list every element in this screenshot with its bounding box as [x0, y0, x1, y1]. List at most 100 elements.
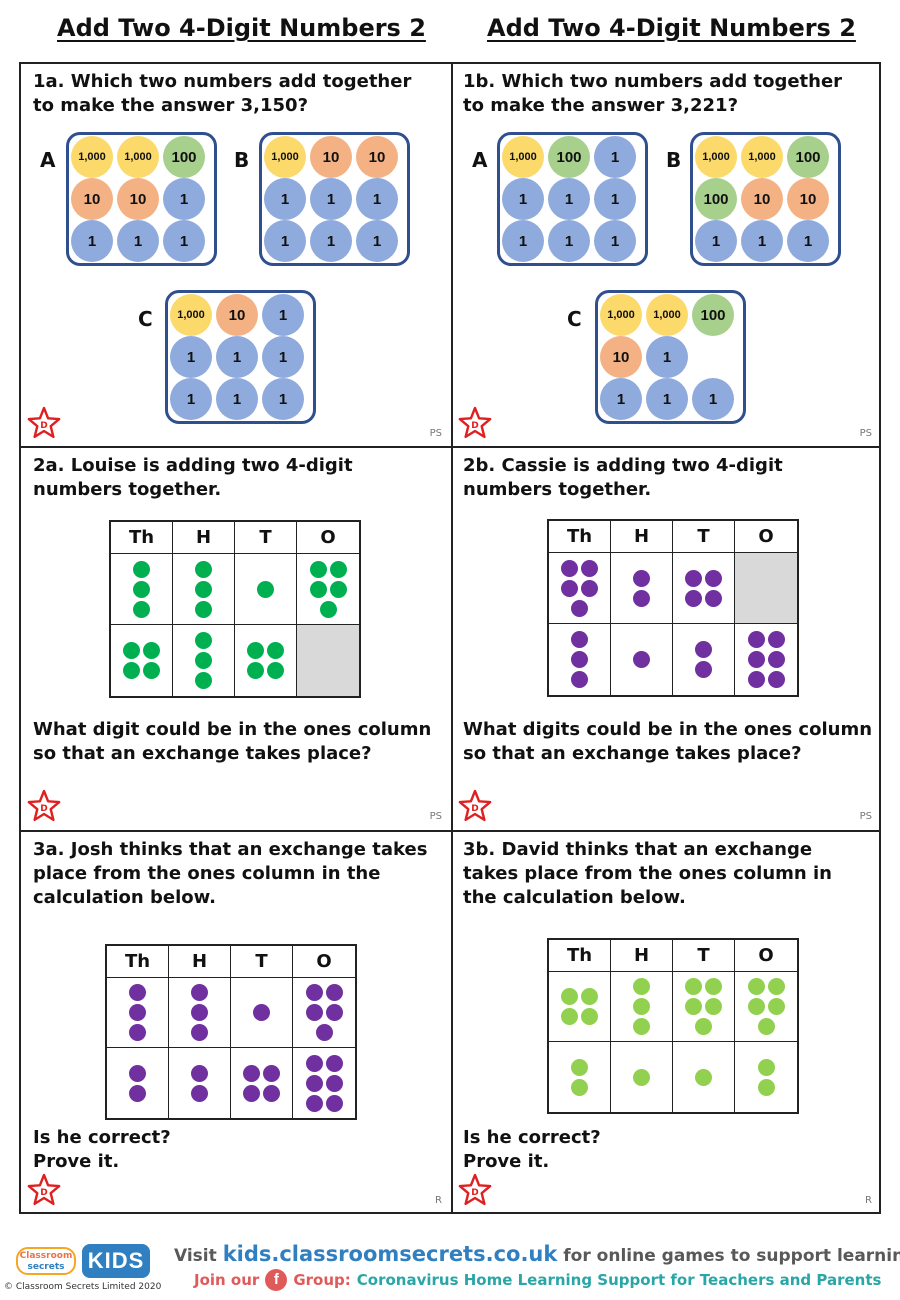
- counter-dot: [633, 998, 650, 1015]
- question-text: 3a. Josh thinks that an exchange takes p…: [33, 839, 428, 908]
- dot-cell: [611, 624, 673, 695]
- dot-cell: [549, 553, 611, 624]
- counter-dot: [243, 1084, 260, 1102]
- column-header: H: [611, 521, 673, 553]
- counter-dot: [191, 984, 208, 1001]
- dot-cell: [169, 978, 231, 1048]
- counter-dot: [315, 1024, 333, 1041]
- counter-1: 1: [646, 336, 688, 378]
- column-header: O: [297, 522, 359, 554]
- counter-100: 100: [692, 294, 734, 336]
- counter-1: 1: [695, 220, 737, 262]
- counter-1000: 1,000: [502, 136, 544, 178]
- footer-visit-line: Visit kids.classroomsecrets.co.uk for on…: [174, 1242, 900, 1266]
- counter-1: 1: [594, 136, 636, 178]
- counter-dot: [757, 1018, 775, 1035]
- counter-dot: [133, 600, 150, 618]
- svg-text:D: D: [471, 804, 478, 814]
- counter-dot: [581, 579, 598, 597]
- visit-link[interactable]: kids.classroomsecrets.co.uk: [222, 1242, 558, 1266]
- counter-1: 1: [310, 220, 352, 262]
- counter-1: 1: [216, 378, 258, 420]
- column-header: Th: [107, 946, 169, 978]
- option-label-b: B: [234, 148, 250, 172]
- counter-1: 1: [594, 178, 636, 220]
- counter-dot: [129, 984, 146, 1001]
- counter-dot: [243, 1064, 260, 1082]
- page-title-right: Add Two 4-Digit Numbers 2: [487, 14, 856, 42]
- counter-1000: 1,000: [695, 136, 737, 178]
- counter-dot: [129, 1004, 146, 1021]
- svg-text:D: D: [40, 421, 47, 431]
- counter-1: 1: [264, 178, 306, 220]
- counter-dot: [195, 600, 212, 618]
- counter-dot: [263, 1084, 280, 1102]
- question-prompt: What digit could be in the ones column s…: [33, 719, 432, 764]
- counter-100: 100: [163, 136, 205, 178]
- copyright: © Classroom Secrets Limited 2020: [4, 1282, 162, 1292]
- dot-cell: [107, 1048, 169, 1118]
- question-text: 1b. Which two numbers add together to ma…: [463, 71, 843, 116]
- counter-dot: [581, 1008, 598, 1025]
- counter-10: 10: [600, 336, 642, 378]
- counter-dot: [263, 1064, 280, 1082]
- question-1b: 1b. Which two numbers add together to ma…: [452, 64, 881, 447]
- blank-cell: [297, 625, 359, 696]
- grid-divider-2: [21, 830, 879, 832]
- corner-code: R: [865, 1195, 872, 1206]
- counter-1000: 1,000: [71, 136, 113, 178]
- counter-10: 10: [741, 178, 783, 220]
- counter-dot: [571, 1078, 588, 1096]
- counter-dot: [747, 631, 765, 648]
- counter-dot: [123, 642, 140, 659]
- dot-cell: [673, 972, 735, 1042]
- counter-1: 1: [548, 220, 590, 262]
- counter-dot: [325, 1094, 343, 1112]
- counter-dot: [247, 642, 264, 659]
- counter-dot: [253, 1004, 270, 1021]
- counter-1000: 1,000: [170, 294, 212, 336]
- column-header: O: [293, 946, 355, 978]
- logo-word-2: secrets: [27, 1262, 65, 1272]
- kids-logo: KIDS: [82, 1244, 150, 1278]
- corner-code: R: [435, 1195, 442, 1206]
- counter-1: 1: [692, 378, 734, 420]
- counter-dot: [191, 1024, 208, 1041]
- counter-1000: 1,000: [600, 294, 642, 336]
- counter-dot: [129, 1084, 146, 1102]
- counter-dot: [561, 1008, 578, 1025]
- counter-dot: [309, 580, 327, 598]
- counter-dot: [685, 589, 702, 607]
- corner-code: PS: [429, 811, 442, 822]
- facebook-icon[interactable]: f: [265, 1269, 288, 1291]
- counter-10: 10: [310, 136, 352, 178]
- counter-1000: 1,000: [741, 136, 783, 178]
- counter-1: 1: [71, 220, 113, 262]
- counter-dot: [767, 978, 785, 995]
- join-group-name[interactable]: Coronavirus Home Learning Support for Te…: [356, 1271, 882, 1289]
- counter-dot: [705, 998, 722, 1015]
- counter-dot: [747, 998, 765, 1015]
- star-icon: D: [457, 789, 493, 829]
- counter-dot: [581, 988, 598, 1005]
- counter-1: 1: [262, 378, 304, 420]
- column-header: Th: [549, 521, 611, 553]
- counter-dot: [695, 641, 712, 658]
- star-icon: D: [457, 1173, 493, 1213]
- visit-suffix: for online games to support learning.: [563, 1246, 900, 1266]
- option-label-a: A: [472, 148, 488, 172]
- counter-dot: [133, 580, 150, 598]
- corner-code: PS: [429, 428, 442, 439]
- column-header: Th: [549, 940, 611, 972]
- dot-cell: [673, 624, 735, 695]
- counter-10: 10: [356, 136, 398, 178]
- counter-10: 10: [787, 178, 829, 220]
